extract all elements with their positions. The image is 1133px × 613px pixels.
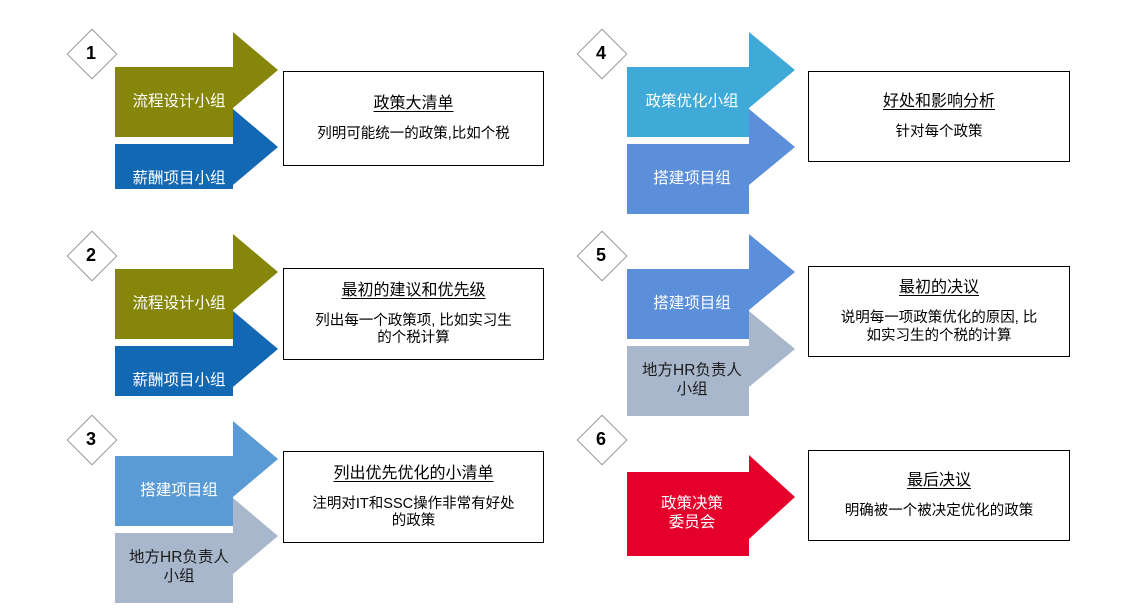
step-number-label: 6 — [595, 429, 606, 449]
arrow-shape-bottom — [627, 109, 795, 214]
arrow-shape-top — [115, 421, 278, 526]
description-title-2: 最初的建议和优先级 — [341, 281, 486, 299]
arrow-shape-single — [627, 455, 795, 556]
description-box-6: 最后决议 明确被一个被决定优化的政策 — [808, 450, 1070, 541]
description-box-2: 最初的建议和优先级 列出每一个政策项, 比如实习生 的个税计算 — [283, 268, 544, 360]
description-box-1: 政策大清单 列明可能统一的政策,比如个税 — [283, 71, 544, 166]
process-step-4: 4 政策优化小组 搭建项目组 好处和影响分析 针对每个政策 — [566, 0, 1133, 214]
arrow-shape-bottom — [115, 109, 278, 214]
step-number-badge-2: 2 — [66, 230, 118, 282]
arrow-group-3: 搭建项目组 地方HR负责人 小组 — [115, 418, 285, 603]
description-body-4: 针对每个政策 — [895, 123, 983, 140]
step-number-label: 2 — [85, 245, 96, 265]
process-step-1: 1 流程设计小组 薪酬项目小组 政策大清单 列明可能统一的政策,比如个税 — [0, 0, 566, 214]
arrow-shapes-svg — [627, 455, 795, 556]
step-number-badge-5: 5 — [576, 230, 628, 282]
step-number-badge-4: 4 — [576, 28, 628, 80]
description-box-3: 列出优先优化的小清单 注明对IT和SSC操作非常有好处 的政策 — [283, 451, 544, 543]
arrow-shapes-svg — [115, 234, 278, 416]
step-number-badge-1: 1 — [66, 28, 118, 80]
process-step-6: 6 政策决策 委员会 最后决议 明确被一个被决定优化的政策 — [566, 385, 1133, 600]
arrow-shape-bottom — [627, 311, 795, 416]
description-body-6: 明确被一个被决定优化的政策 — [844, 502, 1034, 519]
process-step-3: 3 搭建项目组 地方HR负责人 小组 列出优先优化的小清单 注明对IT和SSC操… — [0, 385, 566, 603]
step-number-badge-3: 3 — [66, 414, 118, 466]
arrow-shape-top — [627, 234, 795, 339]
arrow-group-2: 流程设计小组 薪酬项目小组 — [115, 231, 285, 416]
description-title-6: 最后决议 — [906, 471, 971, 489]
arrow-shape-top — [627, 32, 795, 137]
step-number-label: 1 — [85, 43, 96, 63]
step-number-badge-6: 6 — [576, 414, 628, 466]
arrow-shapes-svg — [115, 421, 278, 603]
arrow-group-6: 政策决策 委员会 — [627, 455, 802, 575]
arrow-shape-top — [115, 234, 278, 339]
description-box-4: 好处和影响分析 针对每个政策 — [808, 71, 1070, 162]
arrow-shape-bottom — [115, 498, 278, 603]
description-title-1: 政策大清单 — [373, 94, 454, 112]
arrow-group-1: 流程设计小组 薪酬项目小组 — [115, 29, 285, 214]
arrow-shape-top — [115, 32, 278, 137]
description-title-4: 好处和影响分析 — [882, 92, 995, 110]
arrow-shapes-svg — [627, 32, 795, 214]
step-number-label: 4 — [595, 43, 606, 63]
description-body-3: 注明对IT和SSC操作非常有好处 的政策 — [312, 495, 515, 529]
arrow-shape-bottom — [115, 311, 278, 416]
description-body-1: 列明可能统一的政策,比如个税 — [317, 125, 510, 142]
step-number-label: 5 — [595, 245, 606, 265]
description-body-2: 列出每一个政策项, 比如实习生 的个税计算 — [315, 312, 512, 346]
description-body-5: 说明每一项政策优化的原因, 比 如实习生的个税的计算 — [840, 310, 1038, 344]
arrow-shapes-svg — [627, 234, 795, 416]
arrow-group-5: 搭建项目组 地方HR负责人 小组 — [627, 231, 802, 416]
step-number-label: 3 — [85, 429, 96, 449]
description-title-3: 列出优先优化的小清单 — [333, 464, 494, 482]
process-step-2: 2 流程设计小组 薪酬项目小组 最初的建议和优先级 列出每一个政策项, 比如实习… — [0, 196, 566, 416]
process-step-5: 5 搭建项目组 地方HR负责人 小组 最初的决议 说明每一项政策优化的原因, 比… — [566, 196, 1133, 416]
arrow-shapes-svg — [115, 32, 278, 214]
arrow-group-4: 政策优化小组 搭建项目组 — [627, 29, 802, 214]
description-title-5: 最初的决议 — [898, 279, 979, 297]
description-box-5: 最初的决议 说明每一项政策优化的原因, 比 如实习生的个税的计算 — [808, 266, 1070, 357]
